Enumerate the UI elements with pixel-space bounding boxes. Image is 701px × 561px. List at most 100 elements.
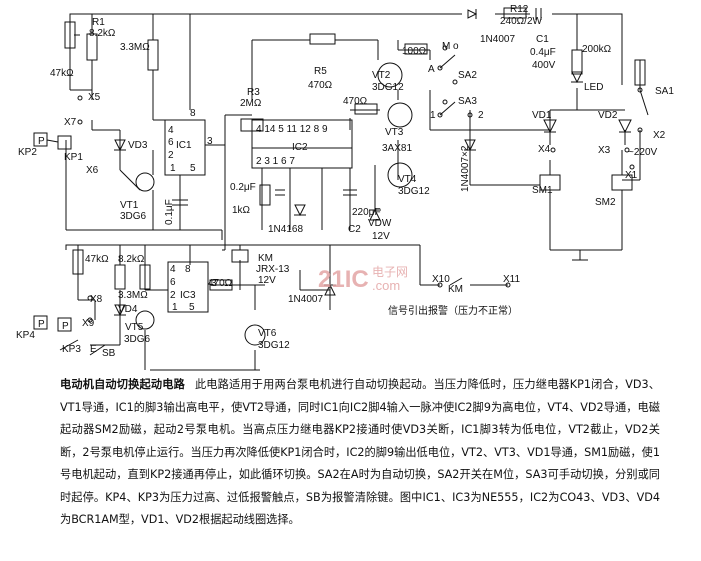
r5-label: R5 [314,66,327,77]
r-8k2-bot: 8.2kΩ [118,254,145,265]
ic3-p1: 1 [172,302,178,313]
sm1-label: SM1 [532,185,553,196]
r-470-b: 470Ω [343,96,368,107]
r3-label: R3 [247,87,260,98]
led-label: LED [584,82,603,93]
vt1-label: VT1 [120,200,139,211]
ground-marks [172,229,588,261]
ic-boxes [164,119,353,313]
ic3-p6: 6 [170,277,176,288]
ic1-p2: 2 [168,150,174,161]
km-contact: KM [448,284,463,295]
d-1n4007-b: 1N4007 [288,294,323,305]
kp3-label: KP3 [62,344,81,355]
switch-contacts [59,45,649,356]
vt5-label: VT5 [125,322,144,333]
x11-label: X11 [503,274,520,285]
signal-note: 信号引出报警（压力不正常） [388,304,518,317]
sa1-label: SA1 [655,86,674,97]
sa3-1: 1 [430,110,436,121]
vd1-label: VD1 [532,110,552,121]
kp1-label: KP1 [64,152,83,163]
c1-label: C1 [536,34,549,45]
kp4-label: KP4 [16,330,35,341]
component-labels: R1 8.2kΩ 3.3MΩ 47kΩ X5 X7 X6 KP2 P KP1 V… [16,4,674,359]
d-1n4007-top: 1N4007 [480,34,515,45]
r12-value: 240Ω/2W [500,16,543,27]
site-watermark: 21IC 电子网 .com [318,265,408,293]
ic2-box [251,119,353,169]
ic3-p3: 3 [211,278,217,289]
capacitors [172,8,542,206]
x9-label: X9 [82,318,95,329]
sw-o: o [453,41,459,52]
sa3-label: SA3 [458,96,477,107]
vd2-label: VD2 [598,110,618,121]
d-1n4168: 1N4168 [268,224,303,235]
kp2-p: P [38,136,45,147]
ic1-p6: 6 [168,137,174,148]
ic1-p8: 8 [190,108,196,119]
ic1-label: IC1 [176,140,192,151]
pot-top: 47kΩ [50,68,74,79]
vdw-value: 12V [372,231,390,242]
ic3-label: IC3 [180,290,196,301]
r-3m3-bot: 3.3MΩ [118,290,148,301]
x6-label: X6 [86,165,99,176]
r-3m3-top: 3.3MΩ [120,42,150,53]
vt3-type: 3AX81 [382,143,412,154]
r-200k: 200kΩ [582,44,612,55]
c2-value: 220μF [352,207,381,218]
sm2-coil [611,174,633,191]
r12-label: R12 [510,4,529,15]
c1-value: 0.4μF [530,47,556,58]
r3-value: 2MΩ [240,98,262,109]
ac-label: ~220V [628,147,658,158]
vt4-type: 3DG12 [398,186,430,197]
resistors [64,7,646,291]
ic3-p8: 8 [185,264,191,275]
ic3-p4: 4 [170,264,176,275]
ic2-label: IC2 [292,142,308,153]
x2-label: X2 [653,130,666,141]
svg-text:21IC: 21IC [318,266,369,293]
ic1-p4: 4 [168,125,174,136]
km-coil [231,249,249,263]
circuit-schematic: 21IC 电子网 .com R1 8.2kΩ 3.3MΩ 47kΩ X5 X7 … [16,4,674,371]
pot-bot: 47kΩ [85,254,109,265]
r5-value: 470Ω [308,80,333,91]
sw-a: A [428,64,435,75]
ic3-p2: 2 [170,290,176,301]
ic3-box [167,261,209,313]
svg-text:电子网: 电子网 [372,265,408,279]
coils [231,174,633,263]
ic3-p5: 5 [189,302,195,313]
sw-m: M [442,41,450,52]
x7-label: X7 [64,117,77,128]
x8-label: X8 [90,294,103,305]
x5-label: X5 [88,92,101,103]
ic1-box [164,119,206,176]
ic2-top-pins: 4 14 5 11 12 8 9 [256,124,328,135]
x10-label: X10 [432,274,450,285]
semiconductors [114,9,632,317]
r-100: 100Ω [402,46,427,57]
km-label: KM [258,253,273,264]
vt5-type: 3DG6 [124,334,151,345]
pressure-relays [33,132,72,332]
sa2-label: SA2 [458,70,477,81]
vt6-label: VT6 [258,328,277,339]
km-type: JRX-13 [256,264,290,275]
ic1-p1: 1 [170,163,176,174]
sa3-2: 2 [478,110,484,121]
c1-volt: 400V [532,60,556,71]
description-title: 电动机自动切换起动电路 [60,378,185,391]
x4-label: X4 [538,144,551,155]
c2-label: C2 [348,224,361,235]
r-1k: 1kΩ [232,205,251,216]
sm1-coil [539,174,561,191]
vdw-label: VDW [368,218,392,229]
vt4-label: VT4 [398,174,417,185]
kp4-p: P [38,319,45,330]
vt1-type: 3DG6 [120,211,147,222]
